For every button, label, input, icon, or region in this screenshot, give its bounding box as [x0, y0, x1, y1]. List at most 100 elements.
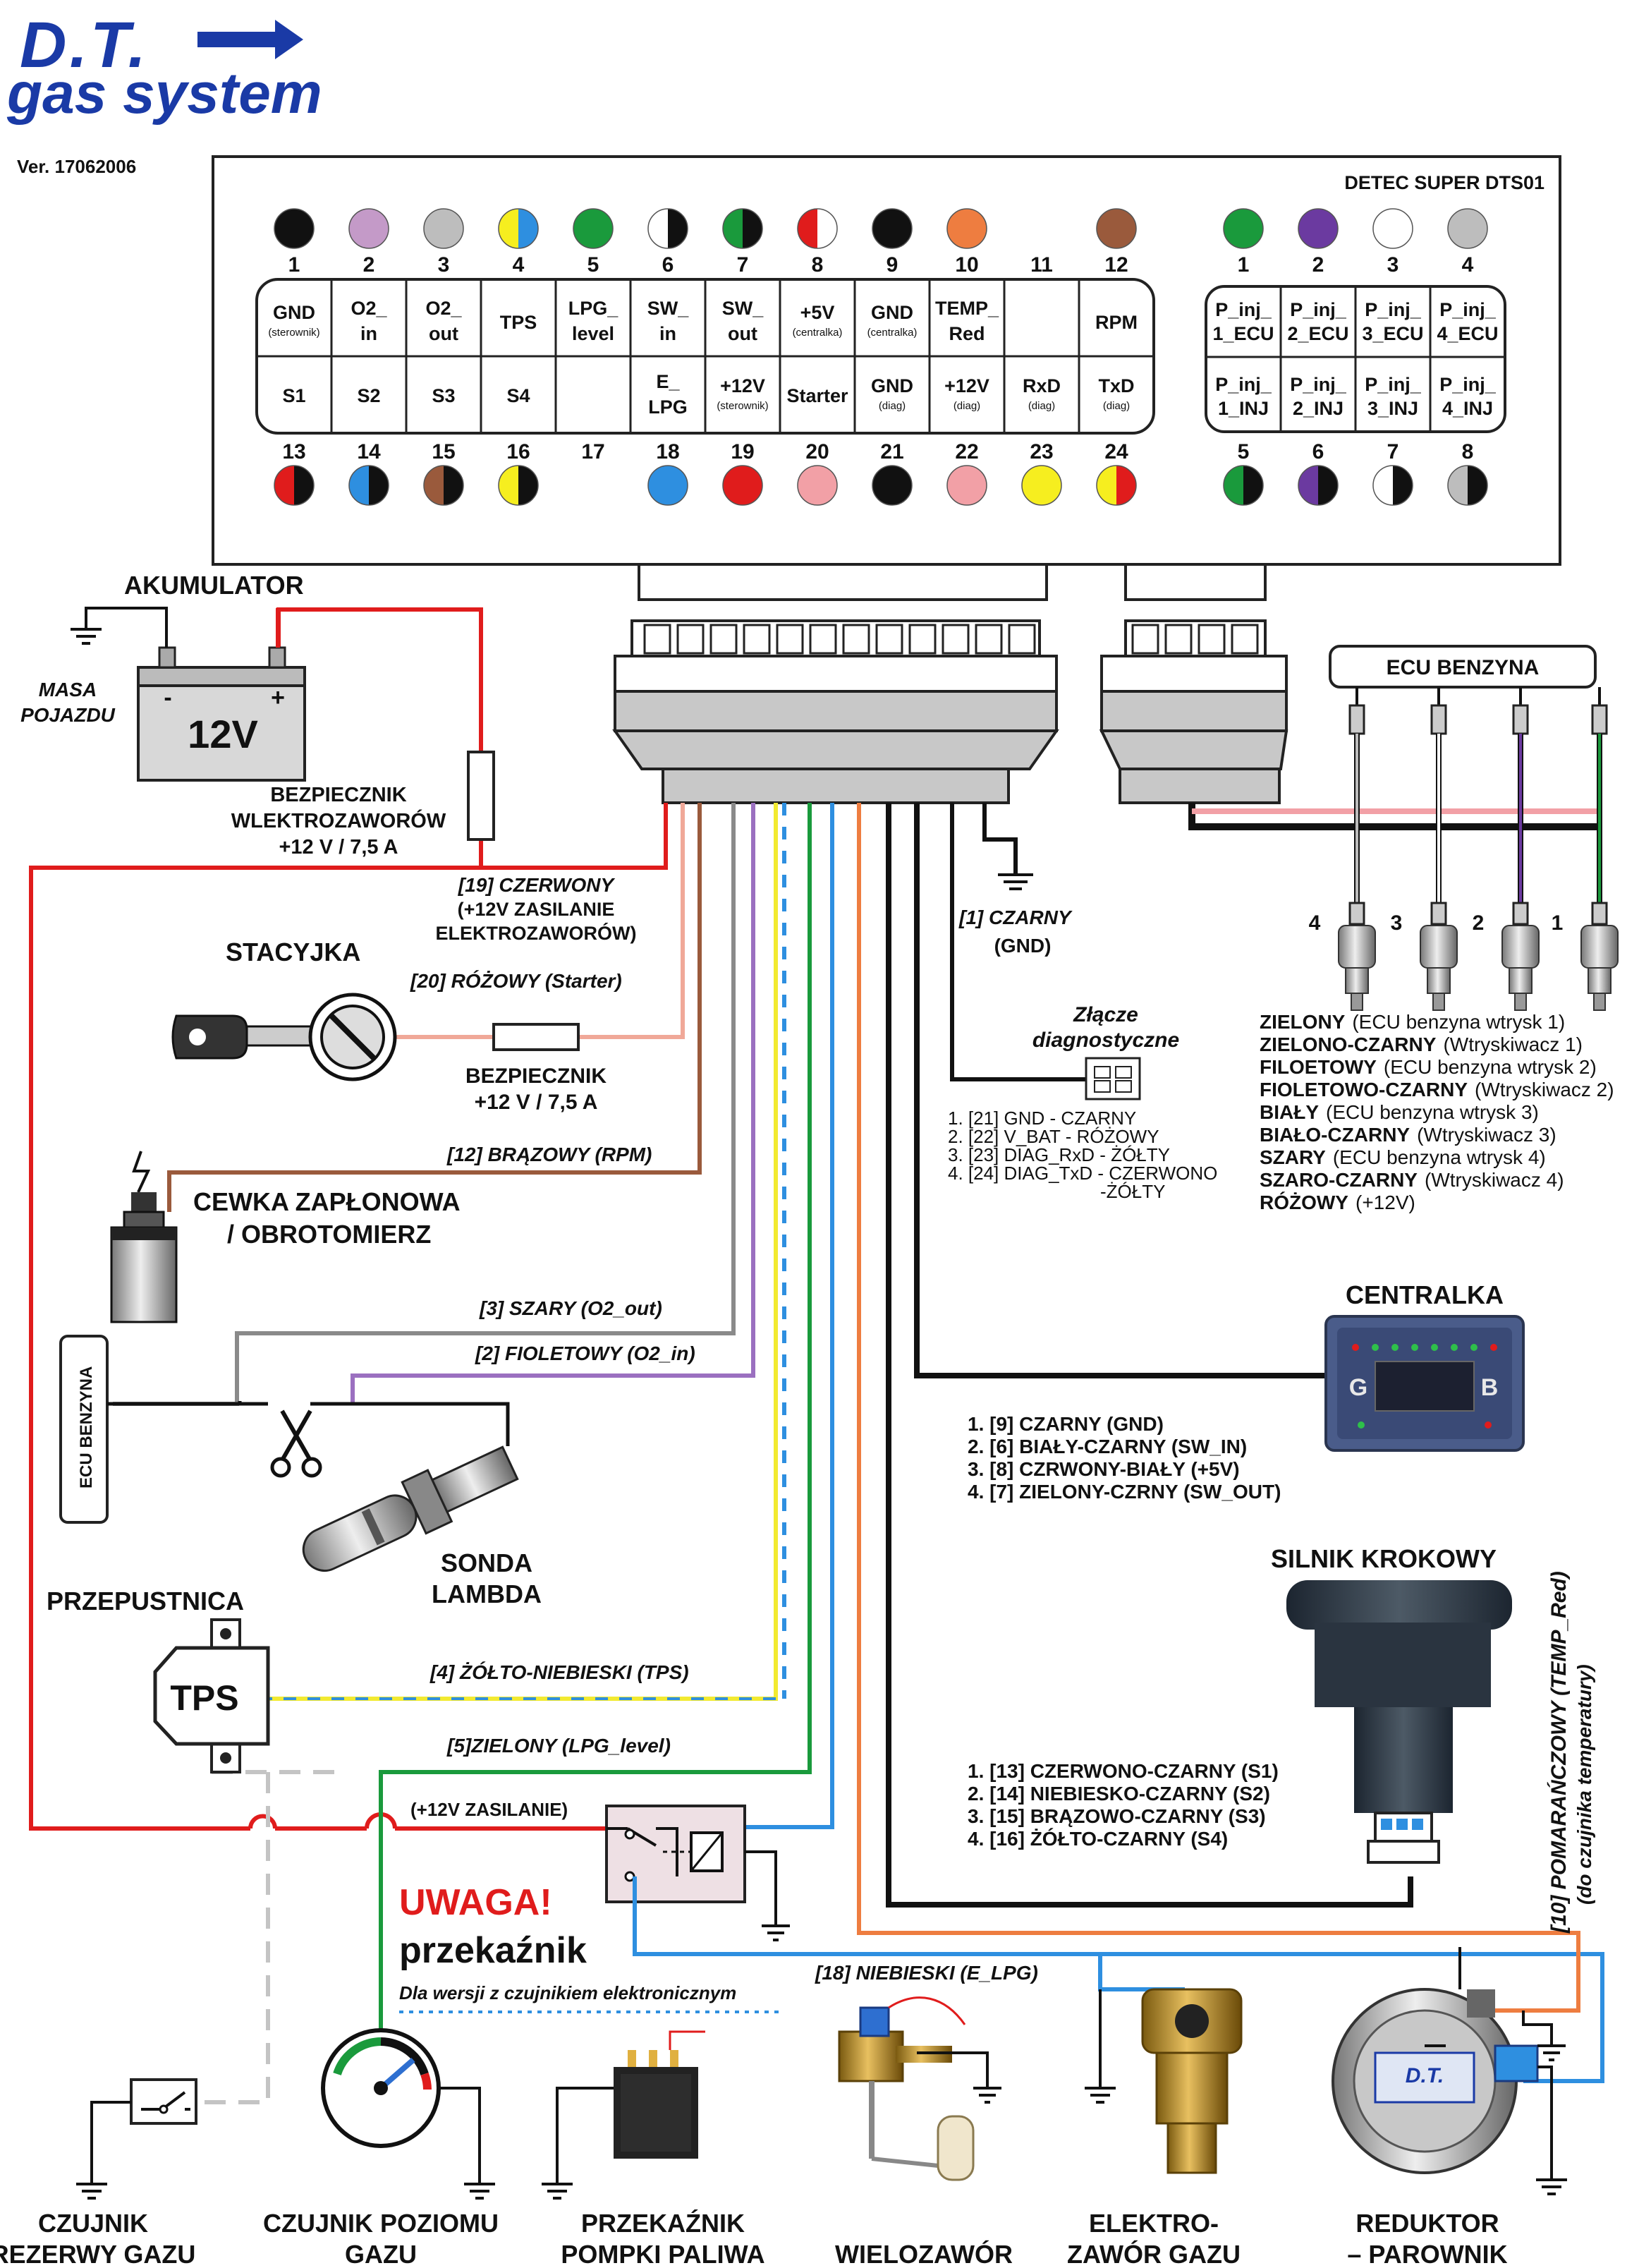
inj-row2-a: P_inj_	[1439, 374, 1497, 395]
centralka-g-label: G	[1349, 1374, 1367, 1401]
pin-bottom-21-color	[872, 465, 913, 506]
zlacze-label-1: Złącze	[1073, 1003, 1138, 1026]
wire5-label: [5]ZIELONY (LPG_level)	[446, 1735, 671, 1757]
inj-pin-top-1-color	[1223, 208, 1264, 249]
battery-minus-label: -	[164, 684, 171, 711]
diag-list-item: 1. [21] GND - CZARNY	[948, 1108, 1136, 1129]
przepustnica-label: PRZEPUSTNICA	[47, 1587, 244, 1615]
przekaznik-label: przekaźnik	[399, 1930, 587, 1971]
pin-top-12-color	[1096, 208, 1137, 249]
wire12-label: [12] BRĄZOWY (RPM)	[446, 1144, 652, 1165]
pin-row1-label: +5V	[800, 302, 835, 323]
pin-row2-label: S3	[432, 385, 455, 406]
pin-row1-sub: (centralka)	[867, 327, 918, 339]
plug-tooth	[1231, 624, 1259, 655]
injector-icon	[1420, 925, 1458, 1011]
centralka-list-item: 2. [6] BIAŁY-CZARNY (SW_IN)	[968, 1436, 1247, 1457]
inj-pin-bottom-5-color	[1223, 465, 1264, 506]
pin-row1-label: O2_	[351, 298, 387, 319]
wire1-label-1: [1] CZARNY	[958, 906, 1073, 928]
fuse1-label-3: +12 V / 7,5 A	[279, 836, 398, 859]
pin-top-number: 4	[513, 253, 525, 277]
c2-label-2: GAZU	[345, 2240, 417, 2268]
wire1-label-2: (GND)	[994, 935, 1052, 957]
main-connector-pinout: 1GND(sterownik)S1132O2_inS2143O2_outS315…	[255, 208, 1155, 506]
inj-pin-bottom-number: 8	[1462, 440, 1474, 463]
injector-number: 4	[1309, 911, 1321, 935]
pin-top-number: 3	[438, 253, 450, 277]
fuse1-label-2: WLEKTROZAWORÓW	[231, 808, 446, 832]
inj-row2-b: 3_INJ	[1367, 398, 1418, 419]
fuel-pump-relay-icon	[542, 2030, 705, 2200]
injector-icon	[1580, 925, 1619, 1011]
gas-level-gauge-icon	[321, 2028, 495, 2200]
pin-row2-label: +12V	[720, 375, 765, 396]
c3-label-2: POMPKI PALIWA	[561, 2240, 764, 2268]
injector-plug-icon	[1348, 902, 1365, 926]
pin-bottom-number: 22	[955, 440, 978, 463]
pin-top-5-color	[573, 208, 614, 249]
lambda-sensor-icon	[302, 1445, 519, 1572]
inj-row2-a: P_inj_	[1365, 374, 1422, 395]
ecu-legend-item: BIAŁO-CZARNY(Wtryskiwacz 3)	[1260, 1124, 1556, 1146]
logo: D.T. gas system	[6, 9, 322, 126]
diag-list-item: -ŻÓŁTY	[1100, 1181, 1165, 1202]
plug-tooth	[676, 624, 705, 655]
cewka-label-2: / OBROTOMIERZ	[227, 1220, 431, 1249]
inj-pin-bottom-number: 6	[1312, 440, 1324, 463]
inj-row1-a: P_inj_	[1365, 299, 1422, 320]
cewka-label-1: CEWKA ZAPŁONOWA	[193, 1187, 461, 1216]
pin-top-number: 1	[288, 253, 300, 277]
reserve-switch-icon	[76, 2078, 197, 2200]
centralka-list-item: 4. [7] ZIELONY-CZRNY (SW_OUT)	[968, 1481, 1281, 1503]
plug-tooth	[709, 624, 738, 655]
masa-label-2: POJAZDU	[20, 704, 116, 726]
multivalve-icon	[838, 1996, 1001, 2181]
pin-row1-label: SW_	[647, 298, 689, 319]
battery-plus-label: +	[271, 684, 285, 711]
wire19-label-3: ELEKTROZAWORÓW)	[436, 922, 637, 944]
plug-tooth	[975, 624, 1003, 655]
plug-tooth	[643, 624, 671, 655]
injector-number: 2	[1473, 911, 1485, 935]
centralka-list-item: 1. [9] CZARNY (GND)	[968, 1413, 1164, 1435]
inj-plug-top	[1124, 563, 1267, 601]
ecu-benzyna-label: ECU BENZYNA	[1387, 656, 1540, 679]
gas-electrovalve-icon	[1085, 1988, 1243, 2174]
pin-row2-sub: LPG	[648, 396, 688, 418]
pin-bottom-19-color	[722, 465, 763, 506]
inj-pin-top-4-color	[1447, 208, 1488, 249]
tps-label: TPS	[170, 1678, 238, 1718]
pin-row1-label: TPS	[500, 312, 537, 333]
pin-row2-sub: (diag)	[953, 400, 980, 412]
wire10-label-2: (do czujnika temperatury)	[1573, 1664, 1595, 1905]
inj-pin-top-2-color	[1298, 208, 1339, 249]
bottom-labels: CZUJNIK REZERWY GAZU CZUJNIK POZIOMU GAZ…	[0, 2209, 1508, 2268]
inj-pin-bottom-number: 5	[1238, 440, 1250, 463]
pin-row1-label: O2_	[425, 298, 462, 319]
injector-icon	[1501, 925, 1540, 1011]
pin-row1-sub: out	[728, 323, 757, 344]
inj-row1-b: 4_ECU	[1437, 323, 1498, 344]
pin-row2-label: S4	[506, 385, 530, 406]
pin-top-number: 11	[1030, 253, 1053, 277]
pin-bottom-number: 13	[282, 440, 305, 463]
inj-pin-bottom-7-color	[1372, 465, 1413, 506]
pin-row1-label: TEMP_	[935, 298, 999, 319]
inj-pin-bottom-6-color	[1298, 465, 1339, 506]
injector-plug-icon	[1591, 704, 1608, 735]
c3-label-1: PRZEKAŹNIK	[581, 2209, 745, 2238]
silnik-list-item: 2. [14] NIEBIESKO-CZARNY (S2)	[968, 1783, 1270, 1805]
pin-bottom-24-color	[1096, 465, 1137, 506]
plug-tooth	[842, 624, 870, 655]
pin-bottom-number: 18	[656, 440, 679, 463]
injector-plug-icon	[1591, 902, 1608, 926]
reducer-logo-label: D.T.	[1406, 2064, 1444, 2087]
diag-list-item: 3. [23] DIAG_RxD - ŻÓŁTY	[948, 1144, 1170, 1165]
pin-top-number: 10	[955, 253, 978, 277]
inj-row1-a: P_inj_	[1439, 299, 1497, 320]
pin-row1-label: RPM	[1095, 312, 1138, 333]
injector-plug-icon	[1430, 902, 1447, 926]
